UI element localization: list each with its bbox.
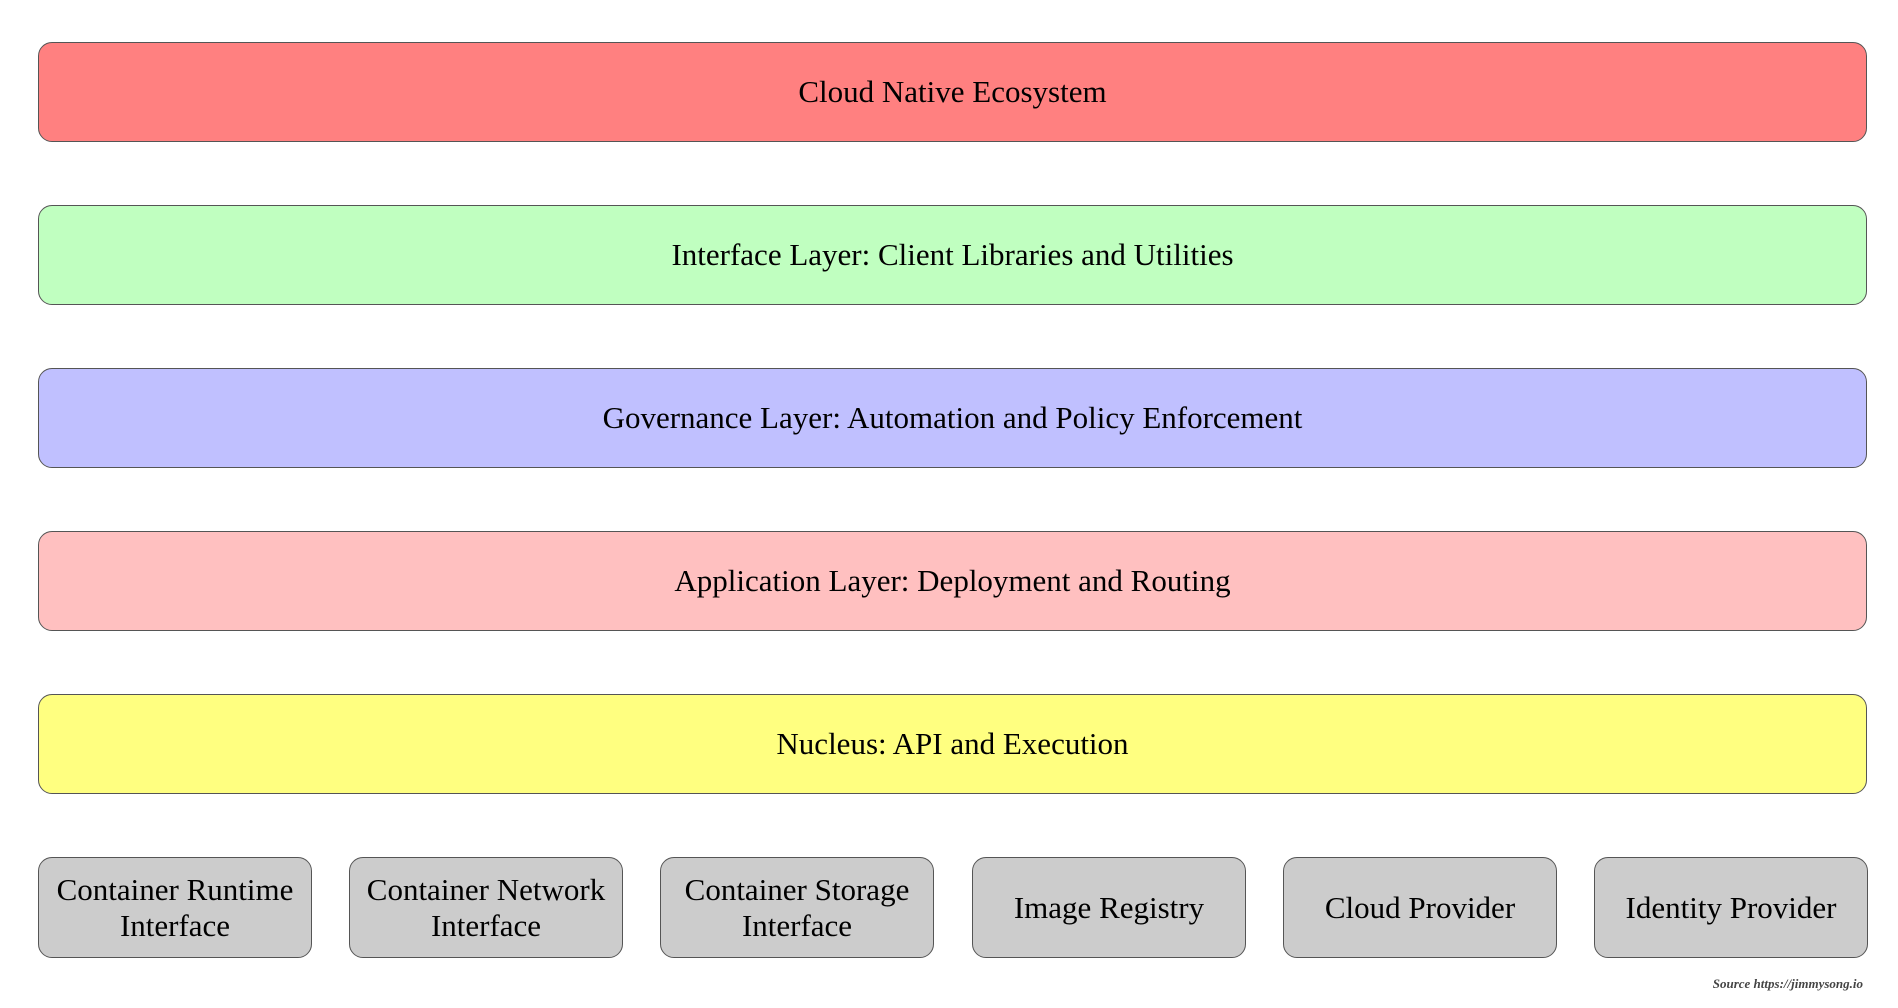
layer-label: Application Layer: Deployment and Routin… — [674, 563, 1231, 599]
component-cloud-provider: Cloud Provider — [1283, 857, 1557, 958]
component-identity-provider: Identity Provider — [1594, 857, 1868, 958]
layer-label: Cloud Native Ecosystem — [798, 74, 1107, 110]
component-label: Container Storage Interface — [684, 871, 910, 943]
layer-interface: Interface Layer: Client Libraries and Ut… — [38, 205, 1867, 305]
layer-governance: Governance Layer: Automation and Policy … — [38, 368, 1867, 468]
layer-label: Governance Layer: Automation and Policy … — [602, 400, 1303, 436]
layer-application: Application Layer: Deployment and Routin… — [38, 531, 1867, 631]
component-label: Container Network Interface — [366, 871, 606, 943]
component-container-storage-interface: Container Storage Interface — [660, 857, 934, 958]
component-label: Container Runtime Interface — [56, 871, 294, 943]
component-label: Image Registry — [1013, 889, 1205, 925]
layer-label: Nucleus: API and Execution — [776, 726, 1129, 762]
layer-label: Interface Layer: Client Libraries and Ut… — [671, 237, 1234, 273]
layer-cloud-native-ecosystem: Cloud Native Ecosystem — [38, 42, 1867, 142]
component-label: Cloud Provider — [1324, 889, 1516, 925]
component-label: Identity Provider — [1625, 889, 1837, 925]
component-container-runtime-interface: Container Runtime Interface — [38, 857, 312, 958]
source-credit: Source https://jimmysong.io — [1712, 976, 1863, 991]
component-image-registry: Image Registry — [972, 857, 1246, 958]
layer-nucleus: Nucleus: API and Execution — [38, 694, 1867, 794]
component-container-network-interface: Container Network Interface — [349, 857, 623, 958]
